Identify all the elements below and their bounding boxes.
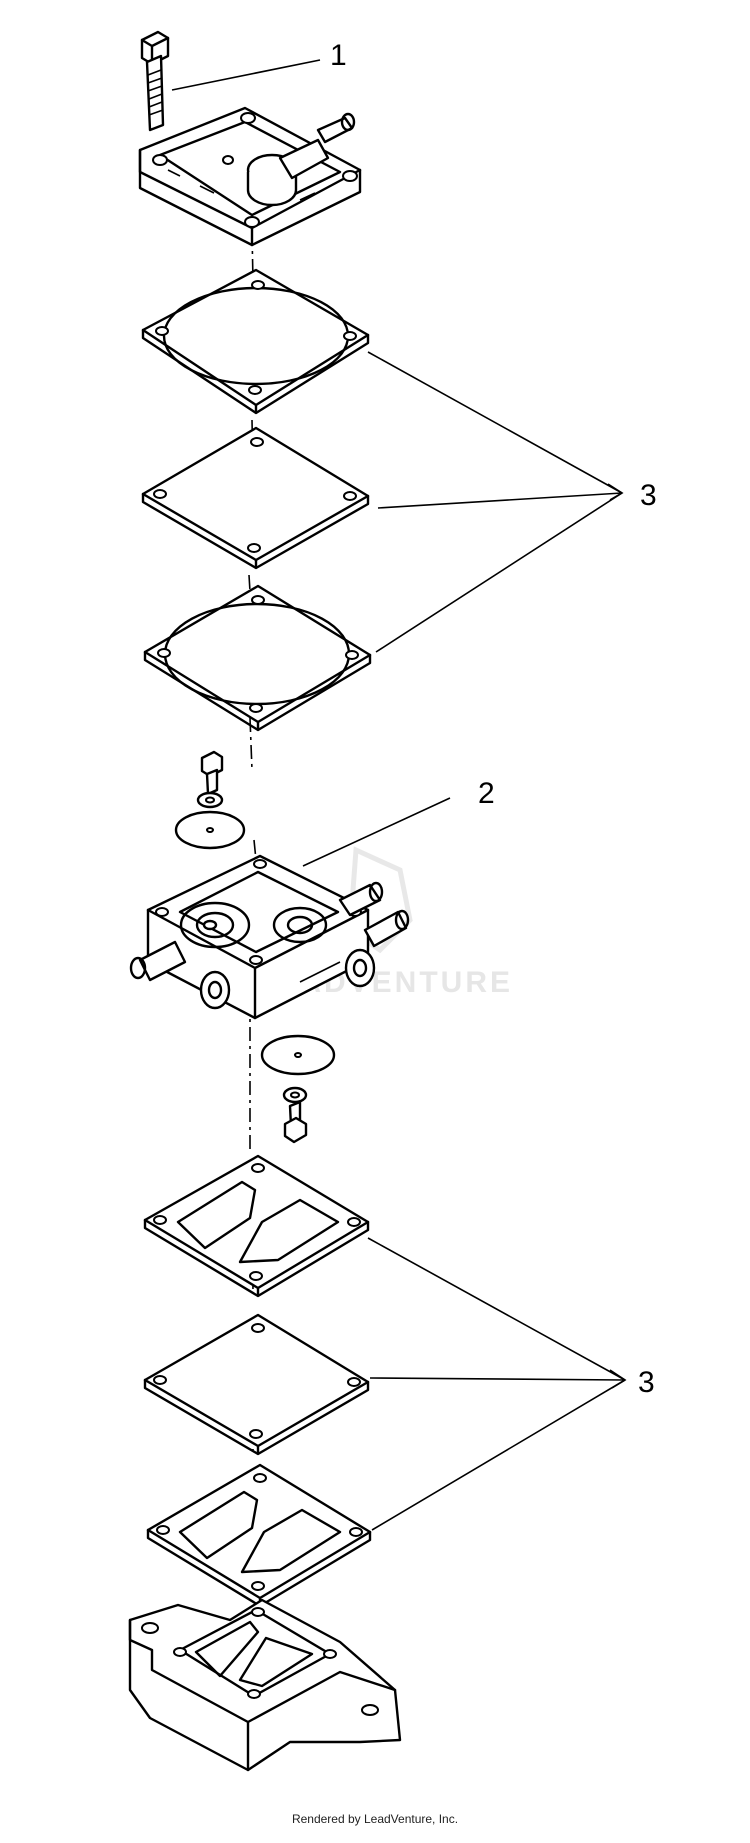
leader-item-2 xyxy=(302,797,451,867)
leader-item-3-upper-b xyxy=(377,492,623,509)
base-mounting-plate xyxy=(128,1598,402,1772)
diaphragm-upper xyxy=(141,426,370,570)
callout-item-2: 2 xyxy=(478,777,495,810)
screw-part-1 xyxy=(140,30,170,132)
leader-item-3-lower-a xyxy=(367,1237,626,1381)
callout-item-3-upper: 3 xyxy=(640,479,657,512)
gasket-upper-1 xyxy=(141,268,370,415)
pump-top-cover xyxy=(138,106,362,247)
leader-lines xyxy=(171,59,627,1531)
gasket-upper-2 xyxy=(143,584,372,732)
footer-credit: Rendered by LeadVenture, Inc. xyxy=(291,1812,459,1826)
valve-screw-lower xyxy=(260,1034,336,1144)
gasket-lower-2 xyxy=(146,1463,372,1608)
leader-item-3-upper-a xyxy=(367,351,623,494)
callout-item-1: 1 xyxy=(330,39,347,72)
pump-body-part-2 xyxy=(129,854,410,1020)
valve-screw-upper xyxy=(174,750,246,850)
leader-item-1 xyxy=(171,59,321,91)
leader-item-3-lower-c xyxy=(371,1379,626,1531)
leader-item-3-lower-b xyxy=(369,1377,626,1381)
gasket-lower-1 xyxy=(143,1154,370,1298)
leader-item-3-upper-c xyxy=(375,492,623,653)
callout-item-3-lower: 3 xyxy=(638,1366,655,1399)
center-axis-lower xyxy=(249,1000,255,1591)
diaphragm-lower xyxy=(143,1313,370,1456)
